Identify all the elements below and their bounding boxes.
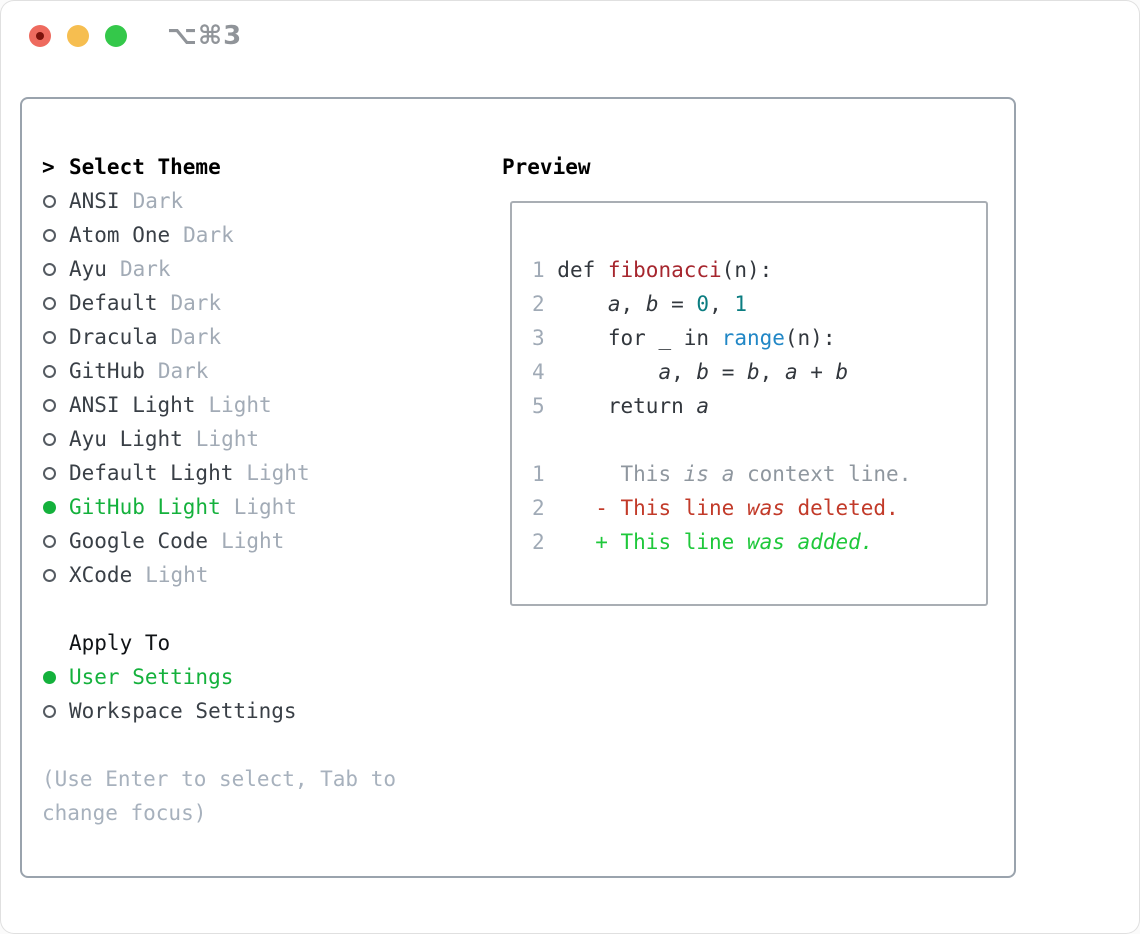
theme-variant-tag: Light — [221, 529, 285, 553]
radio-unselected-icon — [42, 704, 69, 718]
theme-item[interactable]: GitHub Light Light — [42, 490, 482, 524]
line-number: 4 — [532, 360, 545, 384]
theme-item[interactable]: Ayu Dark — [42, 252, 482, 286]
radio-unselected-icon — [42, 568, 69, 582]
theme-name: Dracula — [69, 325, 158, 349]
apply-option-label: Workspace Settings — [69, 699, 297, 723]
theme-item[interactable]: XCode Light — [42, 558, 482, 592]
titlebar: ⌥⌘3 — [0, 0, 1140, 72]
theme-name: Atom One — [69, 223, 171, 247]
radio-unselected-icon — [42, 364, 69, 378]
radio-unselected-icon — [42, 228, 69, 242]
theme-variant-tag: Light — [246, 461, 310, 485]
minimize-button-icon[interactable] — [67, 25, 89, 47]
spacer — [42, 728, 482, 762]
theme-variant-tag: Dark — [183, 223, 234, 247]
theme-variant-tag: Dark — [170, 325, 222, 349]
theme-name: Ayu Light — [69, 427, 183, 451]
radio-unselected-icon — [42, 262, 69, 276]
line-number: 3 — [532, 326, 545, 350]
radio-unselected-icon — [42, 330, 69, 344]
radio-selected-icon — [42, 500, 69, 514]
theme-variant-tag: Dark — [132, 189, 184, 213]
theme-variant-tag: Dark — [170, 291, 222, 315]
code-line — [532, 423, 986, 457]
radio-unselected-icon — [42, 398, 69, 412]
radio-selected-icon — [42, 670, 69, 684]
code-line: 1 def fibonacci(n): — [532, 258, 773, 282]
line-number: 2 — [532, 530, 545, 554]
code-line: 1 This is a context line. — [532, 462, 912, 486]
theme-name: Google Code — [69, 529, 209, 553]
theme-name: Default — [69, 291, 158, 315]
zoom-button-icon[interactable] — [105, 25, 127, 47]
preview-column: Preview 1 def fibonacci(n): 2 a, b = 0, 1… — [502, 150, 988, 606]
line-number: 1 — [532, 258, 545, 282]
theme-variant-tag: Light — [145, 563, 209, 587]
select-theme-title: Select Theme — [69, 155, 221, 179]
apply-to-header: Apply To — [69, 626, 482, 660]
theme-name: GitHub Light — [69, 495, 221, 519]
code-line: 2 a, b = 0, 1 — [532, 292, 748, 316]
code-line: 2 + This line was added. — [532, 530, 874, 554]
theme-item[interactable]: Google Code Light — [42, 524, 482, 558]
apply-option-label: User Settings — [69, 665, 234, 689]
line-number: 2 — [532, 496, 545, 520]
close-button-icon[interactable] — [29, 25, 51, 47]
theme-item[interactable]: Default Light Light — [42, 456, 482, 490]
theme-name: ANSI — [69, 189, 120, 213]
apply-option[interactable]: Workspace Settings — [42, 694, 482, 728]
cursor-caret-icon: > — [42, 155, 55, 179]
traffic-lights — [29, 25, 127, 47]
theme-variant-tag: Light — [195, 427, 260, 451]
theme-name: XCode — [69, 563, 133, 587]
line-number: 1 — [532, 462, 545, 486]
window-title: ⌥⌘3 — [167, 21, 243, 51]
line-number: 2 — [532, 292, 545, 316]
theme-item[interactable]: ANSI Dark — [42, 184, 482, 218]
code-line: 2 - This line was deleted. — [532, 496, 899, 520]
preview-code: 1 def fibonacci(n): 2 a, b = 0, 1 3 for _ … — [510, 201, 988, 606]
code-line: 4 a, b = b, a + b — [532, 360, 849, 384]
line-number: 5 — [532, 394, 545, 418]
keyboard-hint: (Use Enter to select, Tab to change focu… — [42, 767, 397, 825]
apply-to-title: Apply To — [69, 631, 171, 655]
theme-variant-tag: Light — [233, 495, 297, 519]
theme-item[interactable]: ANSI Light Light — [42, 388, 482, 422]
theme-item[interactable]: Atom One Dark — [42, 218, 482, 252]
code-line: 3 for _ in range(n): — [532, 326, 836, 350]
theme-name: Ayu — [69, 257, 107, 281]
code-line: 5 return a — [532, 394, 710, 418]
theme-variant-tag: Light — [208, 393, 272, 417]
radio-unselected-icon — [42, 534, 69, 548]
theme-item[interactable]: Dracula Dark — [42, 320, 482, 354]
theme-item[interactable]: Ayu Light Light — [42, 422, 482, 456]
radio-unselected-icon — [42, 296, 69, 310]
theme-item[interactable]: Default Dark — [42, 286, 482, 320]
theme-name: Default Light — [69, 461, 234, 485]
theme-name: ANSI Light — [69, 393, 196, 417]
radio-unselected-icon — [42, 466, 69, 480]
theme-name: GitHub — [69, 359, 145, 383]
theme-variant-tag: Dark — [157, 359, 209, 383]
select-theme-header: > Select Theme — [42, 150, 482, 184]
theme-variant-tag: Dark — [119, 257, 171, 281]
spacer — [42, 592, 482, 626]
radio-unselected-icon — [42, 194, 69, 208]
radio-unselected-icon — [42, 432, 69, 446]
theme-item[interactable]: GitHub Dark — [42, 354, 482, 388]
preview-title: Preview — [502, 155, 591, 179]
apply-option[interactable]: User Settings — [42, 660, 482, 694]
